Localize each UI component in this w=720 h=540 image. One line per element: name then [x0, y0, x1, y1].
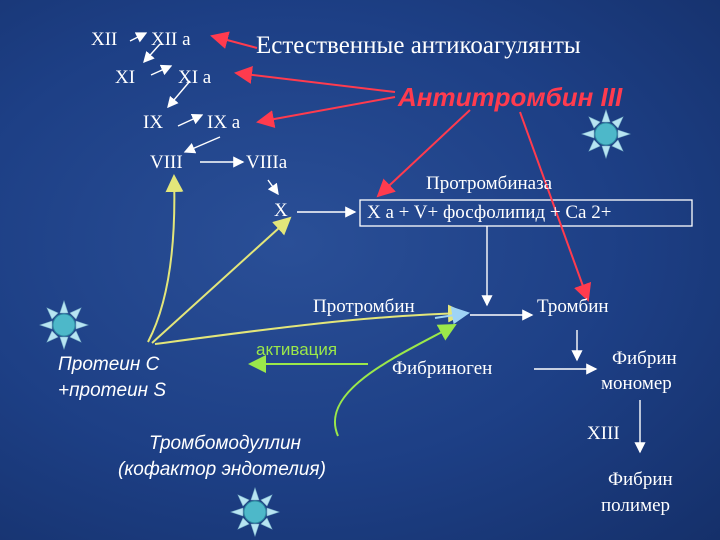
arrow-inhibit-xia [234, 65, 396, 93]
arrow-inhibit-xa [376, 109, 471, 198]
arrow-ixa-to-viii [183, 136, 221, 154]
arrow-xii-to-xiia [129, 32, 148, 43]
fibrin-polymer-line1: Фибрин [608, 469, 673, 490]
arrow-blue-prothrombin [434, 306, 470, 325]
thrombomodulin-line1: Тромбомодуллин [149, 433, 302, 454]
fibrin-monomer-line1: Фибрин [612, 348, 677, 369]
factor-xi-a: XI a [178, 67, 212, 88]
arrow-viiia-to-x [267, 179, 279, 196]
fibrin-polymer-line2: полимер [601, 495, 671, 516]
protein-c-line2: +протеин S [58, 380, 167, 401]
factor-ix-a: IX a [207, 112, 241, 133]
antithrombin-arrows [210, 31, 592, 302]
factor-xiii: XIII [587, 423, 620, 444]
arrow-inhibit-xa-protein-c [151, 216, 292, 344]
factor-ix: IX [143, 112, 164, 133]
prothrombinase-formula: X a + V+ фосфолипид + Ca 2+ [367, 202, 612, 223]
sun-icon [39, 300, 89, 350]
fibrinogen-label: Фибриноген [392, 358, 493, 379]
thrombomodulin-line2: (кофактор эндотелия) [118, 459, 326, 480]
cascade-arrows [129, 32, 646, 454]
antithrombin-label: Антитромбин III [398, 82, 623, 112]
protein-c-arrows [147, 174, 466, 345]
arrow-xiia-to-xi [143, 43, 161, 64]
factor-viii: VIII [150, 152, 183, 173]
arrow-inhibit-thrombin [519, 111, 592, 302]
factor-viii-a: VIIIa [246, 152, 288, 173]
arrow-xi-to-xia [150, 64, 173, 76]
protein-c-line1: Протеин С [58, 354, 160, 375]
arrow-xia-to-ix [167, 80, 191, 109]
factor-xi: XI [115, 67, 136, 88]
arrow-ix-to-ixa [177, 113, 204, 127]
factor-xii-a: XII a [151, 29, 191, 50]
factor-xii: XII [91, 29, 118, 50]
fibrin-monomer-line2: мономер [601, 373, 672, 394]
thrombin-label: Тромбин [537, 296, 609, 317]
arrow-thrombomodulin [334, 324, 457, 437]
arrow-inhibit-xiia [210, 31, 258, 49]
prothrombinase-box [359, 199, 693, 227]
arrow-protein-c-to-prothrombin [154, 304, 466, 345]
sun-icon [230, 487, 280, 537]
page-title: Естественные антикоагулянты [256, 32, 581, 59]
factor-x: X [274, 200, 288, 221]
activation-label: активация [256, 340, 338, 359]
arrow-inhibit-ixa [256, 96, 396, 128]
prothrombin-label: Протромбин [313, 296, 415, 317]
sun-icon [581, 109, 631, 159]
thrombomodulin-arrows [248, 324, 457, 437]
prothrombinase-label: Протромбиназа [426, 173, 553, 194]
arrow-inhibit-viiia [147, 174, 184, 343]
